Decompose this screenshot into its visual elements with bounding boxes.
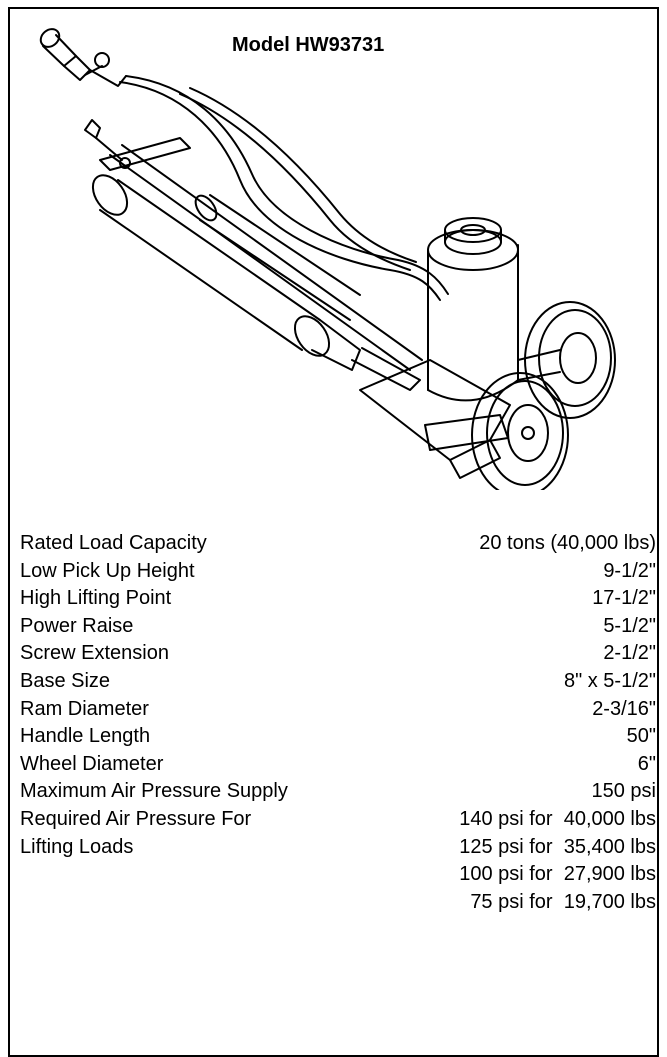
spec-value: 20 tons (40,000 lbs) bbox=[479, 532, 656, 554]
spec-row: High Lifting Point 17-1/2" bbox=[20, 585, 656, 613]
spec-row: Power Raise 5-1/2" bbox=[20, 613, 656, 641]
spec-label: Maximum Air Pressure Supply bbox=[20, 780, 288, 803]
spec-row: 75 psi for 19,700 lbs bbox=[20, 889, 656, 917]
spec-label: Required Air Pressure For bbox=[20, 807, 252, 830]
spec-row: Screw Extension 2-1/2" bbox=[20, 640, 656, 668]
spec-label: Wheel Diameter bbox=[20, 752, 164, 775]
spec-value: 2-1/2" bbox=[603, 642, 656, 665]
spec-value: 140 psi for 40,000 lbs bbox=[459, 807, 656, 830]
air-motor-cylinder bbox=[91, 174, 361, 371]
spec-row: Base Size 8" x 5-1/2" bbox=[20, 668, 656, 696]
lift-saddle bbox=[424, 414, 509, 451]
spec-label: High Lifting Point bbox=[20, 587, 172, 610]
spec-value: 2-3/16" bbox=[592, 697, 656, 720]
spec-row: Handle Length 50" bbox=[20, 723, 656, 751]
reservoir-cylinder bbox=[194, 194, 361, 321]
spec-row: Maximum Air Pressure Supply 150 psi bbox=[20, 778, 656, 806]
spec-row: Required Air Pressure For 140 psi for 40,… bbox=[20, 806, 656, 834]
handle-bar bbox=[109, 154, 411, 371]
spec-label: Handle Length bbox=[20, 725, 151, 748]
spec-value: 150 psi bbox=[591, 780, 657, 803]
spec-value: 50" bbox=[626, 725, 656, 748]
spec-value: 8" x 5-1/2" bbox=[563, 669, 656, 692]
spec-row: Rated Load Capacity 20 tons (40,000 lbs) bbox=[20, 530, 656, 558]
front-wheel-icon bbox=[471, 372, 569, 490]
spec-label: Rated Load Capacity bbox=[20, 532, 207, 554]
spec-value: 125 psi for 35,400 lbs bbox=[459, 835, 656, 858]
spec-value: 100 psi for 27,900 lbs bbox=[459, 863, 656, 886]
rear-wheel-icon bbox=[517, 301, 616, 419]
spec-row: Ram Diameter 2-3/16" bbox=[20, 696, 656, 724]
pump-rod bbox=[351, 347, 421, 391]
handle-crossbar bbox=[99, 137, 191, 171]
hydraulic-ram bbox=[427, 217, 519, 402]
spec-row: Low Pick Up Height 9-1/2" bbox=[20, 558, 656, 586]
spec-value: 5-1/2" bbox=[603, 614, 656, 637]
air-coupler-icon bbox=[39, 28, 127, 87]
spec-label: Screw Extension bbox=[20, 642, 169, 665]
page-title: Model HW93731 bbox=[232, 34, 385, 56]
spec-value: 6" bbox=[637, 752, 656, 775]
spec-label: Ram Diameter bbox=[20, 697, 149, 720]
air-hydraulic-jack-illustration bbox=[39, 28, 616, 490]
air-hose bbox=[119, 81, 441, 301]
spec-value: 75 psi for 19,700 lbs bbox=[470, 890, 656, 913]
spec-row: 100 psi for 27,900 lbs bbox=[20, 861, 656, 889]
control-knob-icon bbox=[84, 119, 131, 169]
spec-label: Power Raise bbox=[20, 614, 134, 637]
spec-label: Lifting Loads bbox=[20, 835, 134, 858]
spec-row: Wheel Diameter 6" bbox=[20, 751, 656, 779]
spec-value: 9-1/2" bbox=[603, 559, 656, 582]
spec-label: Base Size bbox=[20, 669, 111, 692]
spec-row: Lifting Loads 125 psi for 35,400 lbs bbox=[20, 834, 656, 862]
spec-value: 17-1/2" bbox=[592, 587, 656, 610]
spec-label: Low Pick Up Height bbox=[20, 559, 195, 582]
